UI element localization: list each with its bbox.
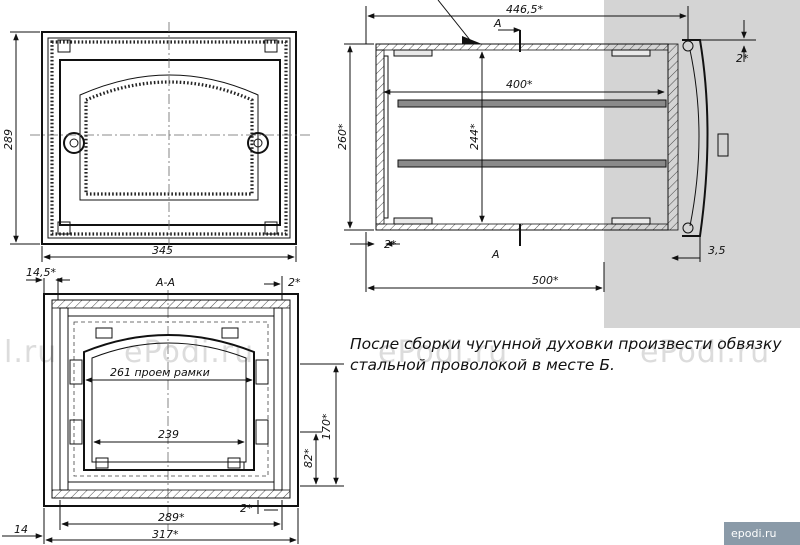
dim-289: 289	[2, 129, 15, 150]
dim-2-bottom: 2*	[240, 502, 253, 515]
front-view: 289 345	[2, 22, 310, 262]
dim-3-5: 3,5	[708, 244, 726, 257]
epodi-logo: epodi.ru	[731, 527, 777, 540]
dim-261-frame-opening: 261 проем рамки	[110, 366, 210, 379]
dim-400: 400*	[506, 78, 533, 91]
dim-317: 317*	[152, 528, 179, 541]
watermark-layer: l.ru ePodi.ru ePodi.ru ePodi.ru	[4, 335, 770, 370]
dim-260: 260*	[336, 123, 349, 150]
dim-500: 500*	[532, 274, 559, 287]
dim-446-5: 446,5*	[506, 3, 543, 16]
section-title: А-А	[155, 276, 175, 289]
note-line-2: стальной проволокой в месте Б.	[350, 356, 615, 374]
section-view: А-А 261 проем рамки 239	[2, 266, 344, 544]
dim-14: 14	[14, 523, 28, 536]
dim-2-right: 2*	[736, 52, 749, 65]
dim-239: 239	[158, 428, 179, 441]
assembly-note: После сборки чугунной духовки произвести…	[350, 334, 800, 376]
watermark-3: ePodi.ru	[378, 335, 508, 370]
dim-170: 170*	[320, 413, 333, 440]
watermark-4: ePodi.ru	[640, 335, 770, 370]
dim-2-top: 2*	[288, 276, 301, 289]
dim-14-5: 14,5*	[26, 266, 56, 279]
dim-82: 82*	[302, 448, 315, 468]
section-a-top: A	[493, 17, 502, 30]
section-a-bottom: A	[491, 248, 500, 261]
side-view: A A 446,5* 400* 260* 244* 2* 2* 3,5	[336, 0, 756, 292]
note-line-1: После сборки чугунной духовки произвести…	[350, 335, 782, 353]
logo-bg	[724, 522, 800, 545]
dim-244: 244*	[468, 123, 481, 150]
dim-2-bottom-left: 2*	[384, 238, 397, 251]
watermark-2: ePodi.ru	[124, 335, 254, 370]
dim-289-section: 289*	[158, 511, 185, 524]
dim-345: 345	[152, 244, 173, 257]
watermark-1: l.ru	[4, 335, 57, 370]
